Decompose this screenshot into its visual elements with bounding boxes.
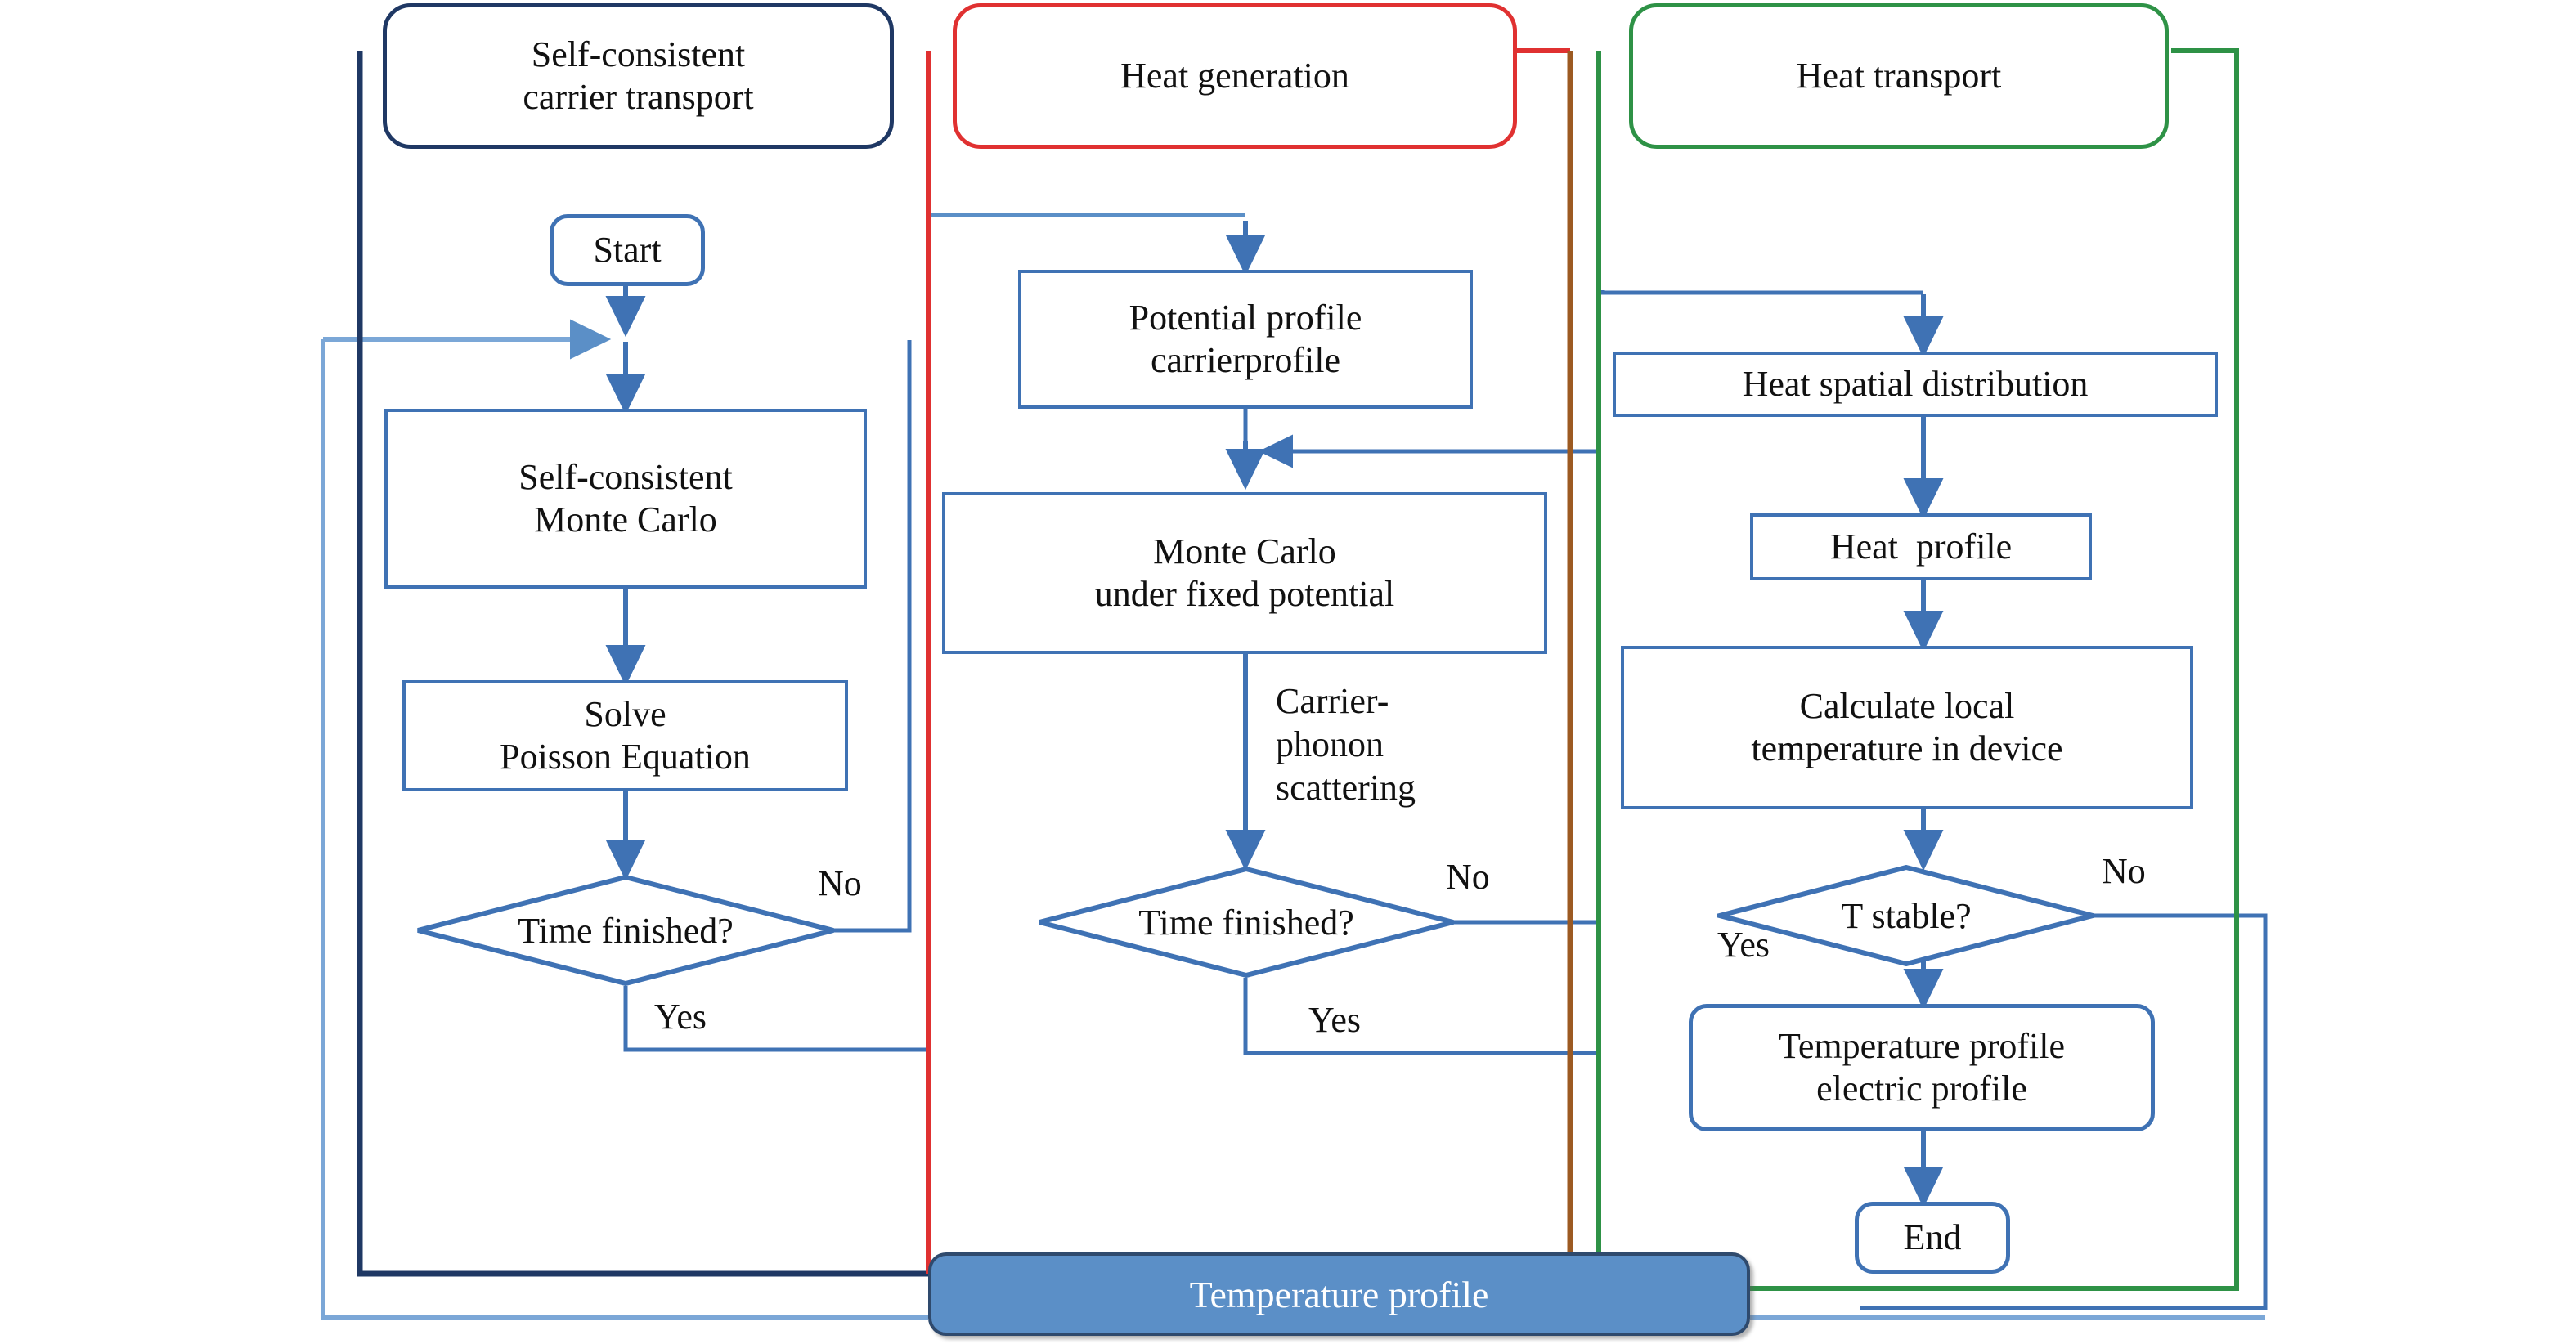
node-heat-profile: Heat profile (1750, 513, 2092, 580)
edge-label-no-2: No (1446, 857, 1490, 897)
node-sc-mc-line1: Self-consistent (518, 457, 733, 498)
node-start: Start (550, 214, 705, 286)
node-time-finished-2-label: Time finished? (1138, 902, 1354, 943)
node-heat-profile-label: Heat profile (1829, 526, 2013, 567)
node-temperature-electric-profile: Temperature profile electric profile (1689, 1004, 2155, 1131)
carrier-phonon-line1: Carrier- (1276, 681, 1389, 721)
node-calc-temp-line1: Calculate local (1799, 686, 2015, 727)
edge-label-no-3: No (2102, 851, 2146, 891)
node-end: End (1855, 1202, 2010, 1274)
temperature-profile-bar: Temperature profile (928, 1252, 1750, 1336)
node-sc-mc-line2: Monte Carlo (534, 500, 717, 540)
node-start-label: Start (593, 230, 662, 271)
edge-label-yes-3: Yes (1717, 925, 1770, 965)
diamond-shape-1 (417, 874, 834, 987)
node-time-finished-2: Time finished? (1037, 866, 1456, 979)
header-heat-transport-label: Heat transport (1796, 56, 2002, 96)
edge-label-no-1: No (818, 863, 862, 903)
node-potential-profile-line1: Potential profile (1129, 298, 1362, 338)
node-solve-poisson-line1: Solve (584, 694, 666, 735)
node-time-finished-1-label: Time finished? (518, 910, 734, 951)
header-heat-generation: Heat generation (953, 3, 1517, 149)
node-mc-fixed-line2: under fixed potential (1094, 574, 1395, 614)
node-mc-fixed-line1: Monte Carlo (1153, 531, 1336, 572)
node-solve-poisson-line2: Poisson Equation (500, 737, 751, 777)
carrier-phonon-line2: phonon (1276, 724, 1384, 764)
node-potential-profile-line2: carrierprofile (1150, 340, 1341, 380)
header-carrier-transport-line1: Self-consistent (531, 34, 746, 75)
header-carrier-transport-line2: carrier transport (523, 77, 754, 117)
header-heat-generation-label: Heat generation (1120, 56, 1349, 96)
node-temp-elec-line1: Temperature profile (1779, 1026, 2065, 1067)
edge-label-yes-1: Yes (654, 997, 707, 1037)
node-heat-spatial-distribution: Heat spatial distribution (1613, 352, 2218, 417)
temperature-profile-bar-label: Temperature profile (1189, 1273, 1489, 1315)
node-time-finished-1: Time finished? (415, 874, 836, 987)
edge-label-yes-2: Yes (1308, 1000, 1362, 1040)
node-monte-carlo-fixed-potential: Monte Carlo under fixed potential (942, 492, 1547, 654)
node-temp-elec-line2: electric profile (1816, 1068, 2027, 1109)
node-calculate-local-temperature: Calculate local temperature in device (1621, 646, 2193, 809)
node-calc-temp-line2: temperature in device (1751, 728, 2063, 768)
node-potential-profile: Potential profile carrierprofile (1018, 270, 1473, 409)
node-heat-spatial-label: Heat spatial distribution (1742, 364, 2089, 405)
node-t-stable: T stable? (1710, 864, 2103, 967)
node-solve-poisson-equation: Solve Poisson Equation (402, 680, 848, 791)
node-self-consistent-monte-carlo: Self-consistent Monte Carlo (384, 409, 867, 589)
node-t-stable-label: T stable? (1841, 895, 1972, 936)
edge-label-carrier-phonon-scattering: Carrier- phonon scattering (1276, 680, 1416, 809)
diamond-shape-2 (1039, 866, 1454, 979)
header-carrier-transport: Self-consistent carrier transport (383, 3, 894, 149)
header-heat-transport: Heat transport (1629, 3, 2169, 149)
diamond-shape-3 (1710, 864, 2103, 967)
node-end-label: End (1903, 1217, 1962, 1258)
carrier-phonon-line3: scattering (1276, 767, 1416, 808)
